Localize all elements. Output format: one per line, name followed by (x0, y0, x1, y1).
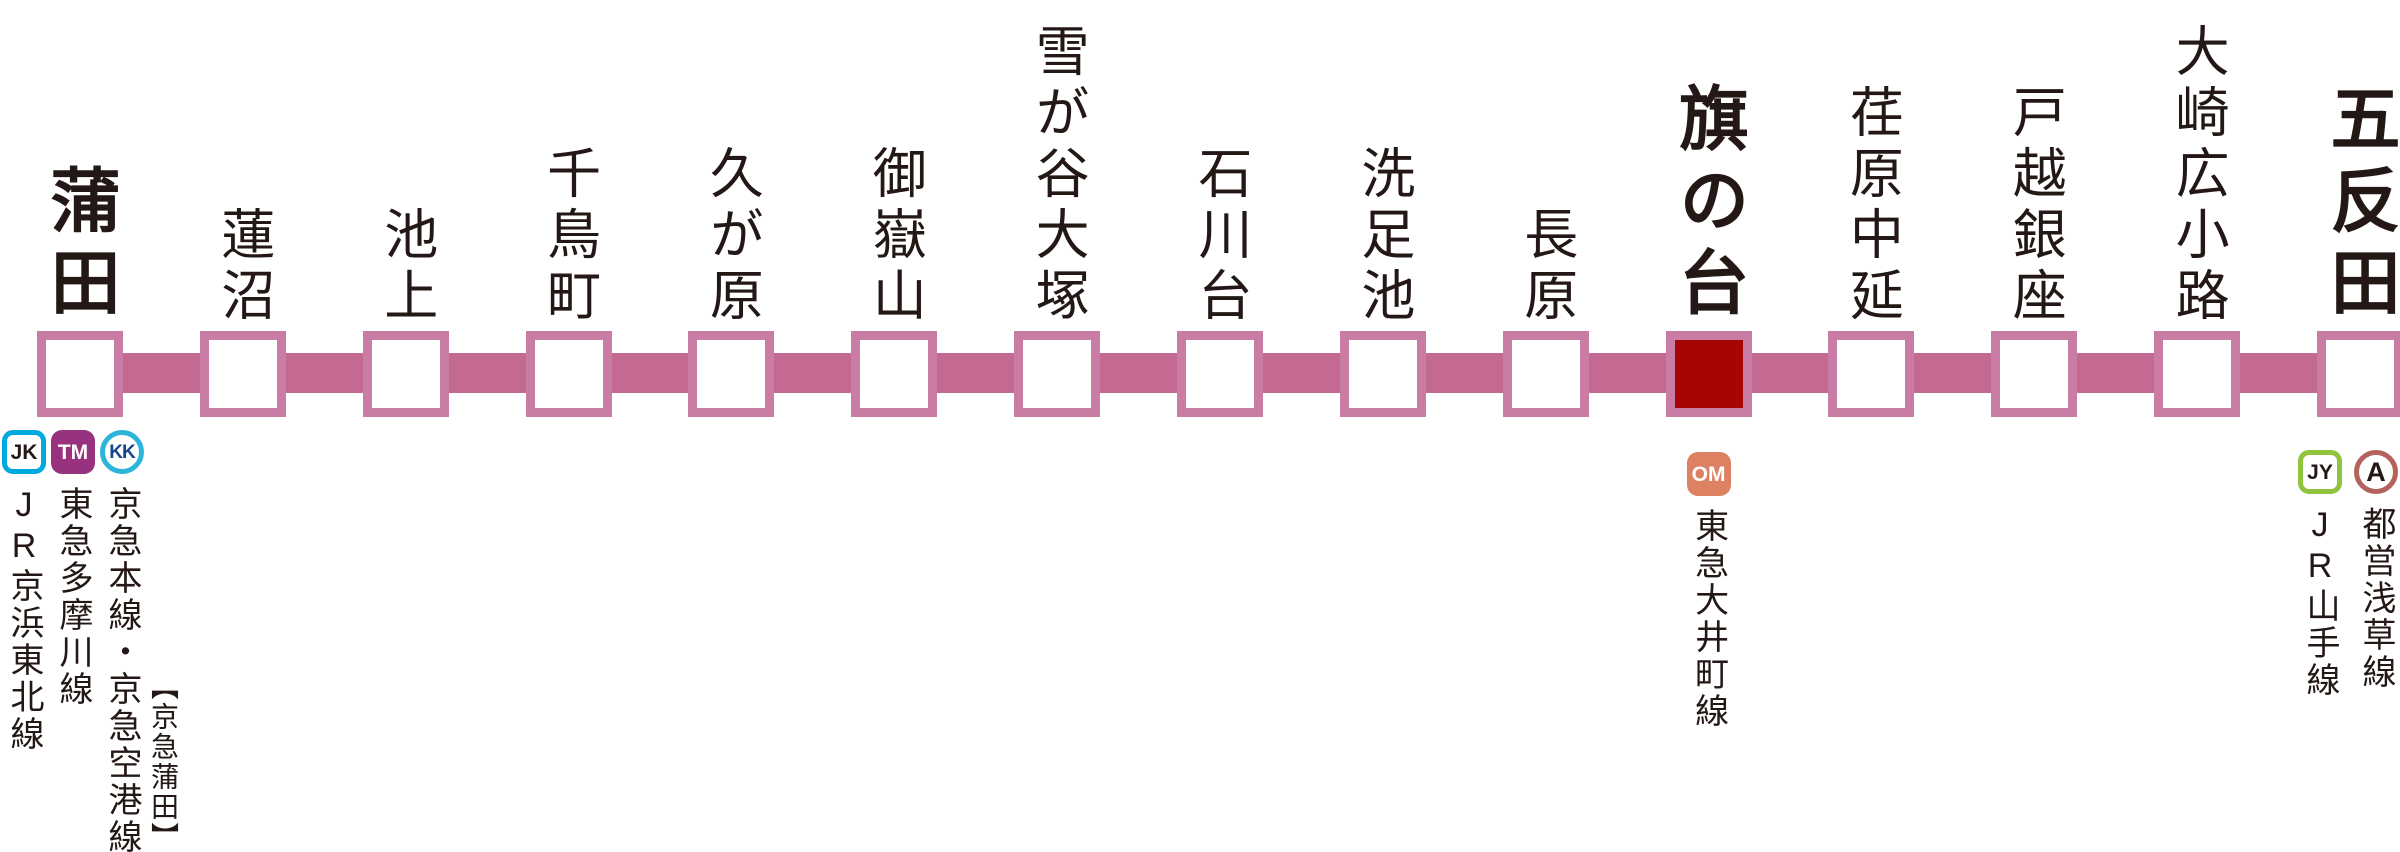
station-marker[interactable] (1991, 331, 2078, 417)
line-badge-icon: KK (100, 430, 144, 474)
station-name: 長原 (1515, 206, 1576, 328)
station-name: 荏原中延 (1841, 84, 1902, 328)
line-badge-icon: OM (1686, 452, 1731, 496)
transfer-group: JK JR京浜東北線 TM 東急多摩川線 KK 京急本線・京急空港線 【京急蒲田… (2, 430, 179, 852)
station-name: 千鳥町 (538, 145, 599, 328)
station-name: 五反田 (2321, 82, 2399, 328)
station-marker[interactable] (2317, 331, 2400, 417)
station-name: 洗足池 (1352, 145, 1413, 328)
transfer-item: TM 東急多摩川線 (51, 430, 95, 708)
transfer-item: KK 京急本線・京急空港線 (100, 430, 144, 852)
line-badge-icon: TM (51, 430, 95, 474)
station-name: 蒲田 (41, 164, 119, 328)
station-marker[interactable] (1665, 331, 1752, 417)
transfer-line-name: 東急多摩川線 (54, 486, 92, 708)
transfer-item: JK JR京浜東北線 (2, 430, 46, 753)
station-name: 雪が谷大塚 (1027, 23, 1088, 328)
station-marker[interactable] (1502, 331, 1589, 417)
station-marker[interactable] (1828, 331, 1915, 417)
station-marker[interactable] (525, 331, 612, 417)
station-name: 旗の台 (1669, 82, 1748, 328)
transfer-group: JY JR山手線 A 都営浅草線 (2298, 450, 2398, 699)
transfer-item: A 都営浅草線 (2354, 450, 2398, 691)
line-badge-icon: JK (2, 430, 46, 474)
station-marker[interactable] (688, 331, 775, 417)
line-badge-icon: A (2354, 450, 2398, 494)
transfer-group: OM 東急大井町線 (1686, 452, 1731, 730)
transfer-line-name: JR京浜東北線 (5, 486, 43, 753)
transfer-item: JY JR山手線 (2298, 450, 2342, 699)
transfer-station-note: 【京急蒲田】 (148, 672, 179, 852)
transfer-note-column: 【京急蒲田】 (148, 430, 179, 852)
station-name: 久が原 (701, 145, 762, 328)
transfer-line-name: 東急大井町線 (1689, 508, 1728, 730)
station-marker[interactable] (1339, 331, 1426, 417)
transfer-line-name: 都営浅草線 (2357, 506, 2395, 691)
station-marker[interactable] (2154, 331, 2241, 417)
station-name: 池上 (375, 206, 436, 328)
station-name: 大崎広小路 (2167, 23, 2228, 328)
station-marker[interactable] (1177, 331, 1263, 417)
station-name: 戸越銀座 (2004, 84, 2065, 328)
station-marker[interactable] (362, 331, 449, 417)
station-name: 御嶽山 (864, 145, 925, 328)
station-name: 石川台 (1190, 145, 1250, 328)
transfer-line-name: JR山手線 (2301, 506, 2339, 699)
station-marker[interactable] (1014, 331, 1101, 417)
station-marker[interactable] (37, 331, 123, 417)
transfer-line-name: 京急本線・京急空港線 (103, 486, 141, 852)
transfer-item: OM 東急大井町線 (1686, 452, 1731, 730)
station-marker[interactable] (851, 331, 938, 417)
station-name: 蓮沼 (212, 206, 273, 328)
line-badge-icon: JY (2298, 450, 2342, 494)
station-marker[interactable] (199, 331, 286, 417)
